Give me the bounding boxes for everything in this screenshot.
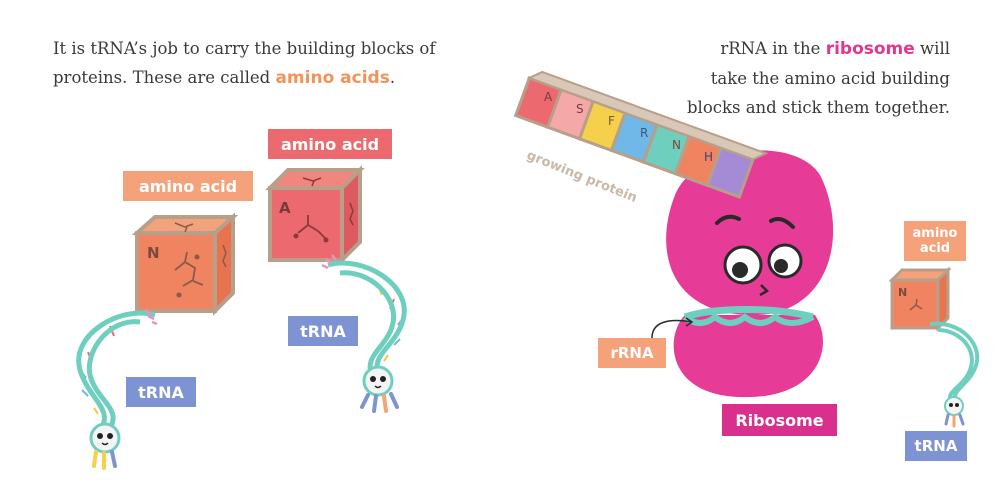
trna-helix-2 xyxy=(321,254,407,413)
trna-label-2: tRNA xyxy=(288,316,358,346)
left-paragraph: It is tRNA’s job to carry the building b… xyxy=(53,34,473,93)
right-block-letter: N xyxy=(898,286,908,299)
rrna-pointer-arrow xyxy=(651,317,694,339)
right-text-before: rRNA in the xyxy=(720,39,826,58)
trna-helix-1 xyxy=(76,308,158,470)
chain-letter-4: R xyxy=(640,126,649,140)
chain-letter-5: N xyxy=(672,138,681,152)
chain-letter-1: A xyxy=(544,90,553,104)
amino-acids-highlight: amino acids xyxy=(275,68,390,88)
trna-label-right: tRNA xyxy=(905,431,967,461)
right-page: rRNA in the ribosome will take the amino… xyxy=(500,0,1000,500)
trna-label-1: tRNA xyxy=(126,377,196,407)
chain-letter-3: F xyxy=(608,114,615,128)
growing-protein-chain xyxy=(513,70,769,199)
amino-acid-block-2 xyxy=(265,165,365,265)
amino-acid-block-right xyxy=(888,266,952,332)
block-2-letter: A xyxy=(279,199,291,217)
left-text-after: . xyxy=(389,68,396,87)
amino-acid-label-2: amino acid xyxy=(268,129,392,159)
amino-acid-block-1 xyxy=(131,212,239,316)
amino-acid-label-1: amino acid xyxy=(123,171,253,201)
right-text-after: will take the amino acid building blocks… xyxy=(686,39,950,117)
chain-letter-6: H xyxy=(704,150,714,164)
chain-letter-2: S xyxy=(576,102,584,116)
left-text-before: It is tRNA’s job to carry the building b… xyxy=(53,39,436,87)
trna-helix-right xyxy=(929,321,980,428)
chain-letters: A S F R N H xyxy=(540,88,770,188)
ribosome-label: Ribosome xyxy=(722,404,837,436)
block-1-letter: N xyxy=(147,244,160,262)
ribosome-body xyxy=(666,150,834,398)
rrna-label: rRNA xyxy=(598,338,666,368)
ribosome-highlight: ribosome xyxy=(825,39,915,59)
left-page: It is tRNA’s job to carry the building b… xyxy=(53,34,473,470)
amino-acid-label-right: amino acid xyxy=(904,221,966,261)
right-paragraph: rRNA in the ribosome will take the amino… xyxy=(685,34,950,122)
